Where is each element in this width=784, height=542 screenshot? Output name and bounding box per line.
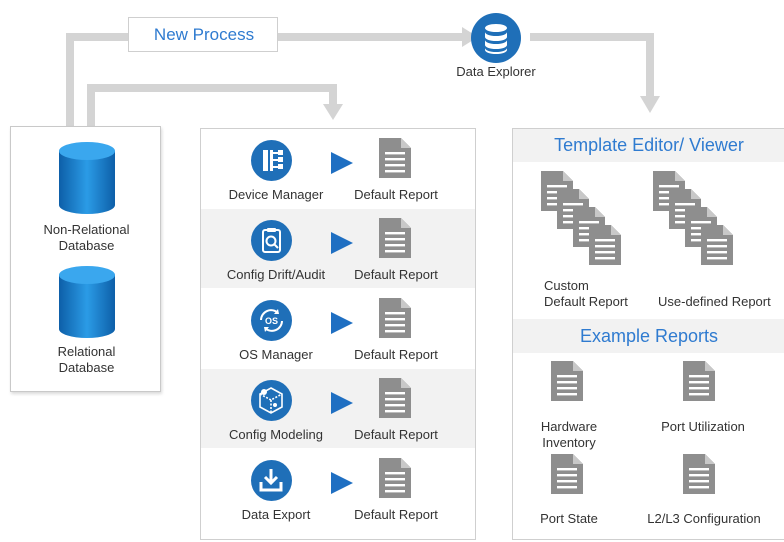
download-tray-icon: [259, 469, 283, 492]
user-defined-report-label: Use-defined Report: [658, 294, 771, 309]
example-report-label: Port Utilization: [661, 419, 745, 434]
cube-model-icon: [259, 387, 283, 414]
database-panel: Non-Relational Database Relational Datab…: [10, 126, 161, 392]
report-document-icon: [683, 454, 715, 494]
custom-default-report-label: Custom Default Report: [544, 278, 628, 309]
app-name-label: Data Export: [241, 507, 311, 522]
data-explorer-label: Data Explorer: [456, 64, 536, 79]
report-document-icon: [701, 225, 733, 265]
database-icon: [485, 24, 507, 54]
clipboard-search-icon: [262, 228, 281, 253]
os-refresh-icon: OS: [260, 309, 283, 332]
app-icon-button[interactable]: [251, 220, 292, 261]
new-process-box: New Process: [128, 17, 278, 52]
default-report-label: Default Report: [354, 507, 438, 522]
relational-database-label: Relational Database: [57, 344, 116, 375]
app-icon-button[interactable]: OS: [251, 300, 292, 341]
report-document-icon: [589, 225, 621, 265]
template-editor-title: Template Editor/ Viewer: [554, 135, 744, 155]
new-process-label: New Process: [153, 25, 255, 44]
reports-panel: Template Editor/ Viewer Custom Default R…: [512, 128, 784, 540]
report-document-icon: [683, 361, 715, 401]
app-name-label: OS Manager: [239, 347, 313, 362]
relational-database-icon: [59, 266, 115, 338]
report-document-icon: [379, 298, 411, 338]
example-report-label: L2/L3 Configuration: [647, 511, 761, 526]
default-report-label: Default Report: [354, 187, 438, 202]
play-arrow-icon: [331, 152, 353, 174]
data-explorer-node[interactable]: [471, 13, 521, 63]
custom-report-stack: [541, 171, 641, 289]
template-editor-header: [513, 129, 784, 162]
report-document-icon: [379, 218, 411, 258]
app-name-label: Device Manager: [228, 187, 324, 202]
app-icon-button[interactable]: [251, 380, 292, 421]
app-icon-button[interactable]: [251, 460, 292, 501]
play-arrow-icon: [331, 232, 353, 254]
app-row: OS OS Manager Default Report: [201, 289, 475, 368]
user-defined-report-stack: [653, 171, 753, 289]
default-report-label: Default Report: [354, 347, 438, 362]
app-row: Config Modeling Default Report: [201, 369, 475, 448]
svg-text:OS: OS: [265, 316, 278, 326]
app-icon-button[interactable]: [251, 140, 292, 181]
example-report-label: Hardware Inventory: [540, 419, 598, 450]
app-row: Data Export Default Report: [201, 449, 475, 528]
report-document-icon: [379, 458, 411, 498]
app-row: Device Manager Default Report: [201, 129, 475, 208]
report-document-icon: [551, 454, 583, 494]
example-reports-title: Example Reports: [579, 326, 719, 346]
report-document-icon: [379, 138, 411, 178]
non-relational-database-label: Non-Relational Database: [43, 222, 130, 253]
default-report-label: Default Report: [354, 267, 438, 282]
device-tree-icon: [263, 150, 283, 171]
app-name-label: Config Modeling: [229, 427, 323, 442]
play-arrow-icon: [331, 472, 353, 494]
report-document-icon: [379, 378, 411, 418]
app-row: Config Drift/Audit Default Report: [201, 209, 475, 288]
non-relational-database-icon: [59, 142, 115, 214]
app-name-label: Config Drift/Audit: [226, 267, 326, 282]
example-report-label: Port State: [540, 511, 598, 526]
example-reports-header: [513, 319, 784, 353]
play-arrow-icon: [331, 312, 353, 334]
play-arrow-icon: [331, 392, 353, 414]
report-document-icon: [551, 361, 583, 401]
default-report-label: Default Report: [354, 427, 438, 442]
